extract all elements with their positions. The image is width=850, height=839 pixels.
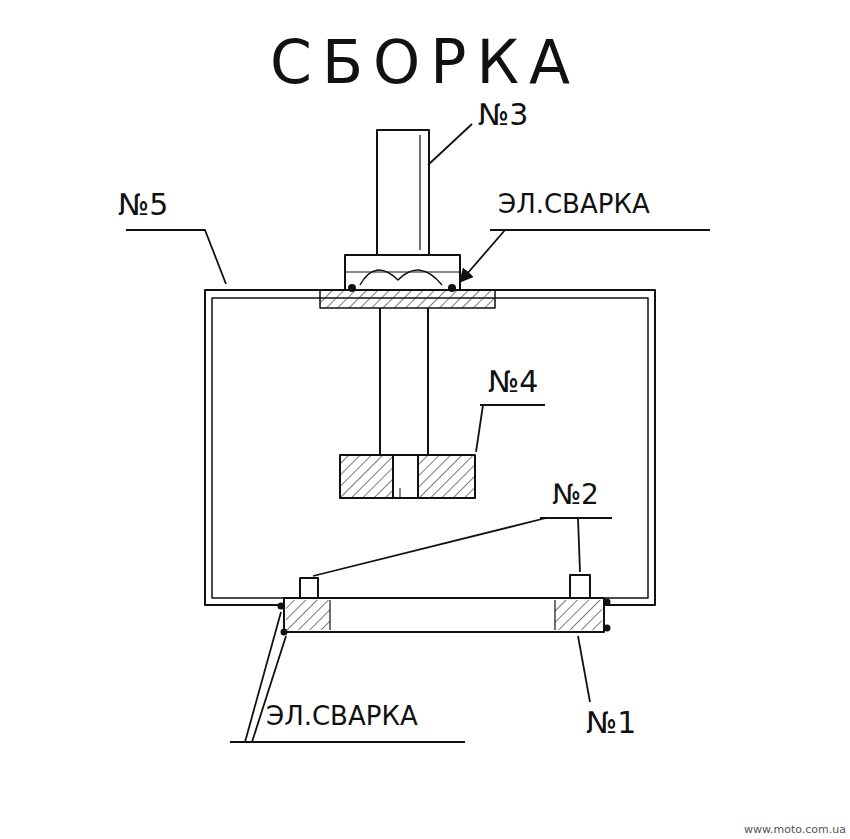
callout-number: №5 <box>118 188 168 221</box>
callout-number: №4 <box>488 365 538 398</box>
leader-lines <box>126 124 710 742</box>
base-plate <box>284 598 604 632</box>
frame <box>205 290 655 605</box>
weld-points <box>278 284 611 636</box>
bolt <box>377 130 429 455</box>
callout-number: №2 <box>552 480 599 511</box>
nut <box>345 255 460 290</box>
callout-number: №3 <box>478 98 528 131</box>
title: СБОРКА <box>270 32 580 92</box>
weld-note: ЭЛ.СВАРКА <box>498 190 650 219</box>
pins <box>300 575 590 598</box>
callout-number: №1 <box>586 706 636 739</box>
pressure-plate <box>340 455 475 498</box>
watermark: www.moto.com.ua <box>744 824 846 836</box>
weld-note: ЭЛ.СВАРКА <box>266 702 418 731</box>
